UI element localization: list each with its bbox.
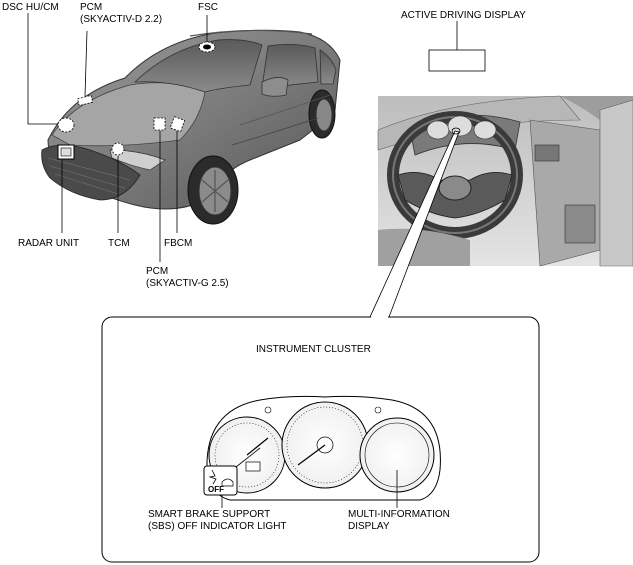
label-pcm-top: PCM xyxy=(80,2,102,13)
active-driving-display-box xyxy=(428,49,486,72)
label-dsc-hu-cm: DSC HU/CM xyxy=(2,2,59,13)
label-radar-unit: RADAR UNIT xyxy=(18,238,79,249)
interior-illustration xyxy=(377,95,633,267)
car-icon xyxy=(221,478,234,487)
label-mid-line1: MULTI-INFORMATION xyxy=(348,509,450,520)
label-sbs-line1: SMART BRAKE SUPPORT xyxy=(148,509,270,520)
vehicle-illustration xyxy=(41,29,341,225)
label-pcm-bottom-sub: (SKYACTIV-G 2.5) xyxy=(146,278,229,289)
label-mid-line2: DISPLAY xyxy=(348,521,390,532)
sbs-collision-icon xyxy=(208,469,217,485)
sbs-off-indicator-callout: OFF xyxy=(203,447,261,496)
vehicle-leader-lines xyxy=(27,13,208,262)
instrument-cluster-drawing xyxy=(206,395,441,501)
label-sbs-line2: (SBS) OFF INDICATOR LIGHT xyxy=(148,521,287,532)
label-instrument-cluster: INSTRUMENT CLUSTER xyxy=(256,344,371,355)
label-fsc: FSC xyxy=(198,2,218,13)
label-tcm: TCM xyxy=(108,238,130,249)
label-pcm-bottom: PCM xyxy=(146,266,168,277)
sbs-off-icon-text: OFF xyxy=(208,485,224,494)
label-fbcm: FBCM xyxy=(164,238,192,249)
label-pcm-top-sub: (SKYACTIV-D 2.2) xyxy=(80,14,162,25)
label-active-driving-display: ACTIVE DRIVING DISPLAY xyxy=(401,10,526,21)
